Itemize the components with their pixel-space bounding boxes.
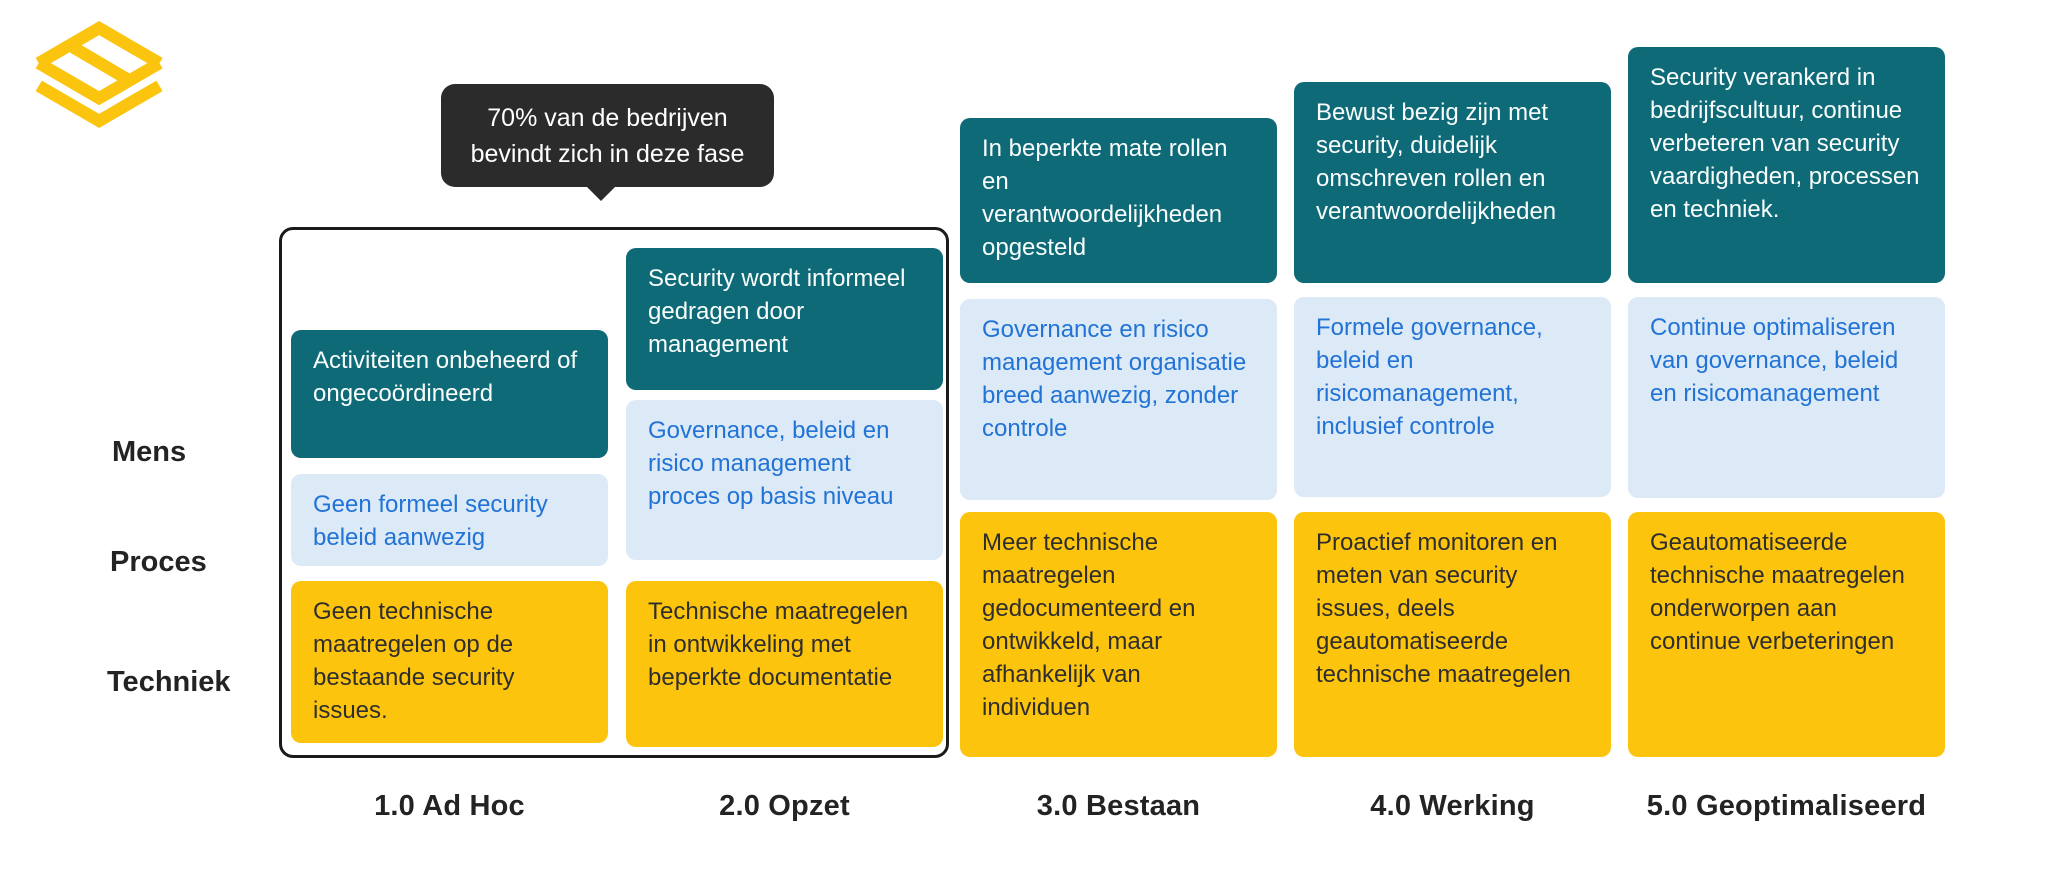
row-label-mens: Mens — [112, 436, 187, 468]
phase-label-bestaan: 3.0 Bestaan — [1036, 790, 1201, 822]
phase-label-werking: 4.0 Werking — [1370, 790, 1535, 822]
cell-werking-proces: Formele governance, beleid en risicomana… — [1294, 297, 1611, 497]
tooltip-callout: 70% van de bedrijven bevindt zich in dez… — [441, 84, 774, 201]
cell-opzet-mens: Security wordt informeel gedragen door m… — [626, 248, 943, 390]
phase-highlight-outline — [279, 227, 949, 758]
cell-geoptimaliseerd-proces: Continue optimaliseren van governance, b… — [1628, 297, 1945, 498]
row-label-techniek: Techniek — [107, 666, 231, 698]
phase-label-adhoc: 1.0 Ad Hoc — [374, 790, 525, 822]
company-cube-logo-icon — [35, 21, 163, 128]
cell-bestaan-mens: In beperkte mate rollen en verantwoordel… — [960, 118, 1277, 283]
cell-werking-mens: Bewust bezig zijn met security, duidelij… — [1294, 82, 1611, 283]
cell-adhoc-proces: Geen formeel security beleid aanwezig — [291, 474, 608, 566]
cell-opzet-techniek: Technische maatre­gelen in ontwikkeling … — [626, 581, 943, 747]
tooltip-arrow-icon — [586, 187, 615, 207]
cell-bestaan-techniek: Meer technische maatregelen gedocumentee… — [960, 512, 1277, 757]
cell-opzet-proces: Governance, beleid en risico management … — [626, 400, 943, 560]
phase-label-geoptimaliseerd: 5.0 Geoptimaliseerd — [1646, 790, 1927, 822]
tooltip-text: 70% van de bedrijven bevindt zich in dez… — [470, 103, 745, 168]
phase-label-opzet: 2.0 Opzet — [719, 790, 850, 822]
cell-adhoc-mens: Activiteiten onbeheerd of ongecoördineer… — [291, 330, 608, 458]
cell-werking-techniek: Proactief monitoren en meten van securit… — [1294, 512, 1611, 757]
cell-geoptimaliseerd-mens: Security verankerd in bedrijfscultuur, c… — [1628, 47, 1945, 283]
cell-adhoc-techniek: Geen technische maatregelen op de bestaa… — [291, 581, 608, 743]
cell-bestaan-proces: Governance en risico management organisa… — [960, 299, 1277, 500]
row-label-proces: Proces — [110, 546, 207, 578]
cell-geoptimaliseerd-techniek: Geautomatiseerde technische maatregelen … — [1628, 512, 1945, 757]
